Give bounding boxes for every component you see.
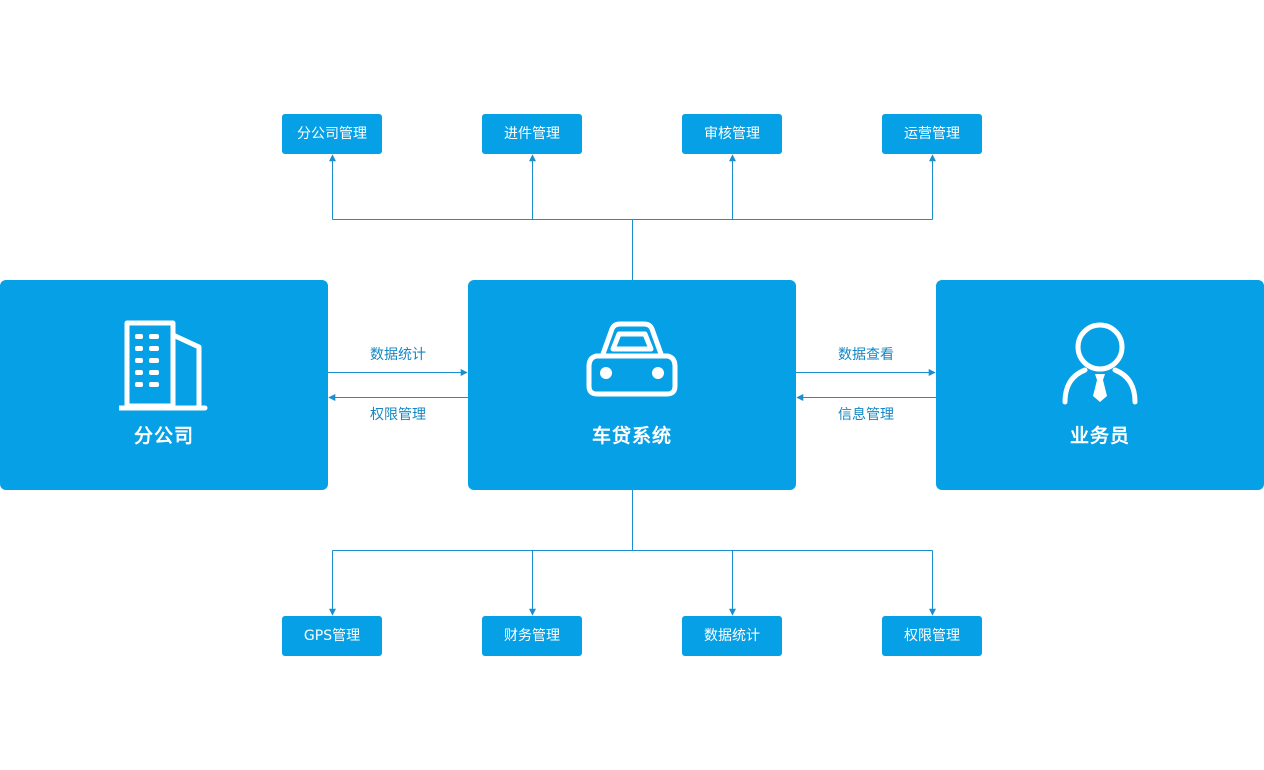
link-label-center-to-left: 权限管理 [370, 407, 426, 423]
salesperson-label: 业务员 [1069, 425, 1130, 447]
bottom-module-1: GPS管理 [282, 616, 382, 656]
car-loan-system-node: 车贷系统 [468, 280, 796, 490]
link-label-center-to-right: 数据查看 [838, 347, 894, 363]
branch-office-node: 分公司 [0, 280, 328, 490]
branch-office-label: 分公司 [133, 425, 194, 447]
car-icon [586, 321, 678, 397]
top-module-2: 进件管理 [482, 114, 582, 154]
bottom-module-4: 权限管理 [882, 616, 982, 656]
link-label-left-to-center: 数据统计 [370, 347, 426, 363]
salesperson-node: 业务员 [936, 280, 1264, 490]
bottom-module-3: 数据统计 [682, 616, 782, 656]
car-loan-system-label: 车贷系统 [591, 425, 672, 447]
top-module-4: 运营管理 [882, 114, 982, 154]
bottom-module-2: 财务管理 [482, 616, 582, 656]
salesperson-icon [1062, 322, 1138, 405]
office-building-icon [119, 320, 208, 411]
link-label-right-to-center: 信息管理 [838, 407, 894, 423]
top-module-1: 分公司管理 [282, 114, 382, 154]
top-module-3: 审核管理 [682, 114, 782, 154]
